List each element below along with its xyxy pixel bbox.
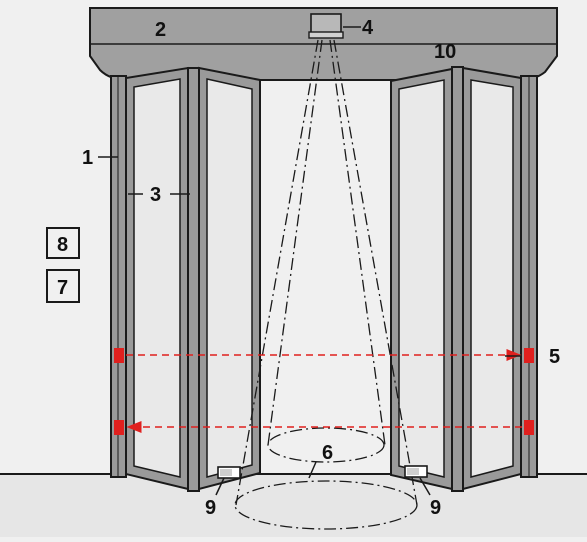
label-overhead-sensor: 4 [362, 17, 374, 39]
light-barrier-units [114, 348, 534, 435]
label-floor-sensor-left: 9 [205, 497, 216, 519]
sensor-detection-cone [234, 39, 418, 530]
label-floor-sensor-right: 9 [430, 497, 441, 519]
label-box-7: 7 [57, 277, 68, 299]
label-detection-field: 6 [322, 442, 333, 464]
left-frame [110, 75, 127, 478]
box-8 [46, 227, 80, 259]
label-hinge: 10 [434, 41, 456, 63]
label-light-barrier: 5 [549, 346, 560, 368]
overhead-sensor [308, 13, 344, 39]
right-floor-sensor [404, 465, 428, 478]
right-door-leaf-outer [462, 66, 522, 491]
label-operator-housing: 2 [155, 19, 166, 41]
leader-lines [98, 26, 521, 496]
label-door-leaf: 3 [150, 184, 161, 206]
light-barrier-beams [126, 349, 522, 433]
box-7 [46, 269, 80, 303]
right-door-leaf-inner [390, 67, 453, 491]
floor [0, 474, 587, 537]
left-door-leaf-outer [125, 66, 189, 491]
right-frame [520, 75, 538, 478]
left-floor-sensor [217, 466, 241, 479]
left-door-leaf-inner [198, 66, 261, 491]
label-frame: 1 [82, 147, 93, 169]
label-box-8: 8 [57, 234, 68, 256]
